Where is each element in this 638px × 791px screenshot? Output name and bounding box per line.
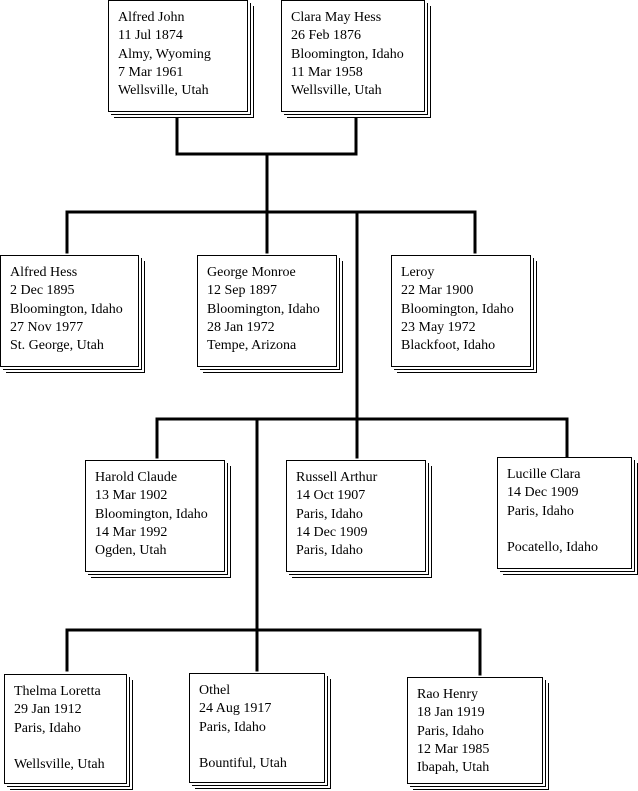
death-date: 27 Nov 1977 bbox=[10, 319, 84, 335]
birth-place: Paris, Idaho bbox=[507, 503, 574, 519]
person-card-george-monroe: George Monroe 12 Sep 1897 Bloomington, I… bbox=[197, 255, 337, 367]
death-date: 11 Mar 1958 bbox=[291, 64, 363, 80]
death-place: Wellsville, Utah bbox=[291, 83, 382, 99]
person-card-harold-claude: Harold Claude 13 Mar 1902 Bloomington, I… bbox=[85, 460, 225, 572]
death-date bbox=[199, 737, 318, 755]
death-place: Tempe, Arizona bbox=[207, 338, 297, 354]
death-place: Paris, Idaho bbox=[296, 543, 363, 559]
death-date: 14 Mar 1992 bbox=[95, 524, 168, 540]
death-place: St. George, Utah bbox=[10, 338, 104, 354]
birth-date: 22 Mar 1900 bbox=[401, 283, 474, 299]
person-name: Russell Arthur bbox=[296, 470, 378, 485]
person-card-thelma-loretta: Thelma Loretta 29 Jan 1912 Paris, Idaho … bbox=[4, 674, 127, 784]
person-card-alfred-john: Alfred John 11 Jul 1874 Almy, Wyoming 7 … bbox=[108, 0, 248, 112]
birth-date: 29 Jan 1912 bbox=[14, 702, 82, 718]
death-date: 12 Mar 1985 bbox=[417, 741, 490, 757]
birth-date: 2 Dec 1895 bbox=[10, 283, 75, 299]
person-name: Thelma Loretta bbox=[14, 684, 101, 699]
person-name: Lucille Clara bbox=[507, 467, 581, 482]
death-date: 14 Dec 1909 bbox=[296, 524, 368, 540]
death-place: Blackfoot, Idaho bbox=[401, 338, 496, 354]
person-card-clara-may-hess: Clara May Hess 26 Feb 1876 Bloomington, … bbox=[281, 0, 425, 112]
death-place: Ibapah, Utah bbox=[417, 760, 490, 776]
person-card-russell-arthur: Russell Arthur 14 Oct 1907 Paris, Idaho … bbox=[286, 460, 426, 572]
person-card-lucille-clara: Lucille Clara 14 Dec 1909 Paris, Idaho P… bbox=[497, 457, 632, 569]
birth-date: 14 Dec 1909 bbox=[507, 485, 579, 501]
death-date: 28 Jan 1972 bbox=[207, 319, 275, 335]
birth-place: Paris, Idaho bbox=[199, 719, 266, 735]
birth-date: 24 Aug 1917 bbox=[199, 701, 272, 717]
person-card-rao-henry: Rao Henry 18 Jan 1919 Paris, Idaho 12 Ma… bbox=[407, 677, 543, 784]
person-card-leroy: Leroy 22 Mar 1900 Bloomington, Idaho 23 … bbox=[391, 255, 531, 367]
person-name: Harold Claude bbox=[95, 470, 178, 485]
birth-date: 26 Feb 1876 bbox=[291, 28, 361, 44]
death-place: Wellsville, Utah bbox=[14, 757, 105, 773]
death-place: Bountiful, Utah bbox=[199, 756, 287, 772]
birth-place: Paris, Idaho bbox=[14, 720, 81, 736]
birth-place: Bloomington, Idaho bbox=[10, 301, 123, 317]
death-date bbox=[14, 738, 120, 756]
person-card-othel: Othel 24 Aug 1917 Paris, Idaho Bountiful… bbox=[189, 673, 325, 783]
birth-date: 11 Jul 1874 bbox=[118, 28, 183, 44]
birth-place: Bloomington, Idaho bbox=[95, 506, 208, 522]
person-name: Alfred Hess bbox=[10, 265, 78, 280]
death-place: Wellsville, Utah bbox=[118, 83, 209, 99]
birth-date: 12 Sep 1897 bbox=[207, 283, 277, 299]
person-name: George Monroe bbox=[207, 265, 296, 280]
death-place: Ogden, Utah bbox=[95, 543, 167, 559]
birth-date: 14 Oct 1907 bbox=[296, 488, 366, 504]
person-name: Rao Henry bbox=[417, 687, 479, 702]
birth-place: Bloomington, Idaho bbox=[207, 301, 320, 317]
birth-place: Almy, Wyoming bbox=[118, 46, 211, 62]
death-date: 7 Mar 1961 bbox=[118, 64, 184, 80]
birth-date: 13 Mar 1902 bbox=[95, 488, 168, 504]
death-date: 23 May 1972 bbox=[401, 319, 476, 335]
birth-place: Bloomington, Idaho bbox=[401, 301, 514, 317]
death-date bbox=[507, 521, 625, 539]
death-place: Pocatello, Idaho bbox=[507, 540, 598, 556]
person-name: Clara May Hess bbox=[291, 10, 382, 25]
person-name: Othel bbox=[199, 683, 231, 698]
person-name: Alfred John bbox=[118, 10, 185, 25]
person-card-alfred-hess: Alfred Hess 2 Dec 1895 Bloomington, Idah… bbox=[0, 255, 139, 367]
person-name: Leroy bbox=[401, 265, 435, 280]
birth-place: Bloomington, Idaho bbox=[291, 46, 404, 62]
birth-place: Paris, Idaho bbox=[417, 723, 484, 739]
birth-place: Paris, Idaho bbox=[296, 506, 363, 522]
birth-date: 18 Jan 1919 bbox=[417, 705, 485, 721]
